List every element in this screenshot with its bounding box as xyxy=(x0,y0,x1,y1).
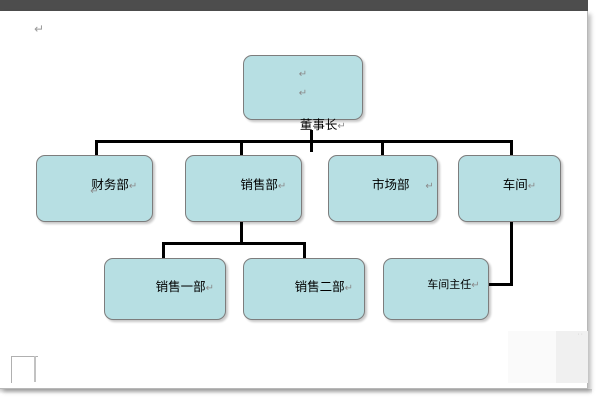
document-paragraph-mark: ↵ xyxy=(34,22,45,36)
floating-panel-bottom-right[interactable]: ·· xyxy=(508,331,588,383)
org-node-finance[interactable]: 财务部↵ ↵ xyxy=(36,155,153,222)
org-node-chairman-label: 董事长 xyxy=(299,116,338,132)
org-node-sales-one-label: 销售一部 xyxy=(155,278,206,294)
floating-panel-dots-icon: ·· xyxy=(577,331,584,338)
org-node-workshop-director-mark: ↵ xyxy=(471,280,480,291)
org-node-workshop-director[interactable]: 车间主任↵ xyxy=(383,258,489,320)
floating-panel-right-pane xyxy=(556,331,588,383)
org-node-sales-label-row: 销售部↵ xyxy=(186,166,301,204)
org-node-market[interactable]: 市场部 ↵ xyxy=(328,155,438,222)
document-page: ↵ ↵ ↵ 董事长↵ xyxy=(0,11,588,389)
connector-sales-stem xyxy=(240,222,243,244)
org-node-sales[interactable]: 销售部↵ xyxy=(185,155,302,222)
org-node-chairman[interactable]: ↵ ↵ 董事长↵ xyxy=(243,55,363,131)
org-node-workshop-mark: ↵ xyxy=(527,180,537,192)
window-toolbar-strip xyxy=(0,0,588,11)
org-node-workshop-director-label-row: 车间主任↵ xyxy=(384,268,488,302)
connector-drop-sales-one xyxy=(162,242,165,259)
org-node-sales-one[interactable]: 销售一部↵ xyxy=(104,258,226,320)
org-node-sales-two-label-row: 销售二部↵ xyxy=(244,268,364,306)
page-margin-corner-bottom-left xyxy=(11,356,38,383)
org-node-sales-one-mark: ↵ xyxy=(205,282,215,294)
connector-drop-sales-two xyxy=(303,242,306,259)
org-node-market-label: 市场部 xyxy=(371,176,410,192)
org-node-market-spacer xyxy=(409,177,425,192)
connector-workshop-elbow xyxy=(488,283,513,286)
org-node-workshop-label-row: 车间↵ xyxy=(459,166,560,204)
connector-workshop-stem xyxy=(510,222,513,285)
org-node-market-label-row: 市场部 ↵ xyxy=(329,166,437,204)
org-node-sales-mark: ↵ xyxy=(277,180,287,192)
connector-drop-sales xyxy=(240,140,243,156)
org-node-finance-label-row: 财务部↵ xyxy=(37,166,152,204)
page-bottom-shadow xyxy=(0,389,592,394)
org-node-chairman-blank-2: ↵ xyxy=(298,88,308,99)
connector-drop-market xyxy=(381,140,384,156)
org-node-sales-label: 销售部 xyxy=(240,176,278,192)
org-node-chairman-blank-1: ↵ xyxy=(298,69,308,80)
org-node-finance-label: 财务部 xyxy=(91,176,129,192)
org-node-sales-two-mark: ↵ xyxy=(344,282,354,294)
org-node-chairman-mark: ↵ xyxy=(337,120,346,132)
org-node-chairman-label-row: 董事长↵ xyxy=(244,106,362,144)
org-node-workshop-director-label: 车间主任 xyxy=(427,278,472,291)
org-node-finance-mark: ↵ xyxy=(128,180,138,192)
org-node-sales-one-label-row: 销售一部↵ xyxy=(105,268,225,306)
connector-drop-workshop xyxy=(510,140,513,156)
connector-level3-bus xyxy=(162,242,306,245)
org-node-workshop-label: 车间 xyxy=(502,176,528,192)
org-node-finance-extra-line: ↵ xyxy=(90,186,99,197)
page-margin-corner-bottom-left-vertical xyxy=(34,356,36,382)
org-node-market-mark: ↵ xyxy=(425,180,434,192)
connector-drop-finance xyxy=(95,140,98,156)
org-node-sales-two-label: 销售二部 xyxy=(294,278,345,294)
org-node-sales-two[interactable]: 销售二部↵ xyxy=(243,258,365,320)
connector-level2-bus xyxy=(95,140,513,143)
org-node-workshop[interactable]: 车间↵ xyxy=(458,155,561,222)
